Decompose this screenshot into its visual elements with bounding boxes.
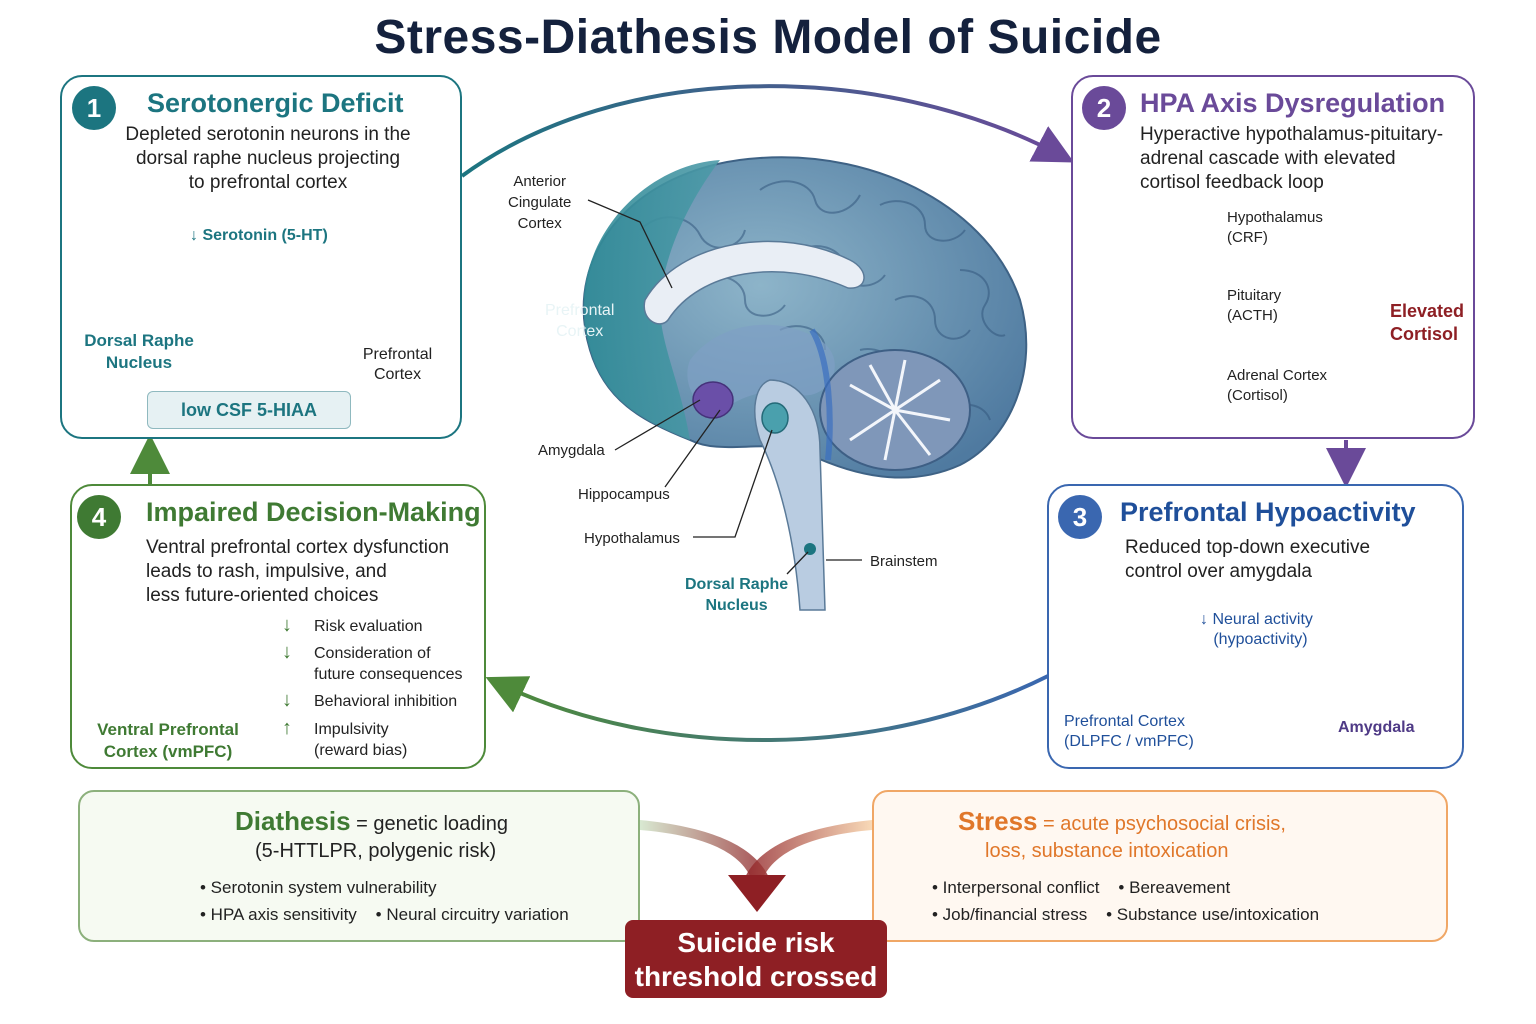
brain-label-acc: Anterior Cingulate Cortex (508, 173, 572, 232)
box-impaired-decision (70, 484, 486, 769)
neural-activity-label: ↓ Neural activity (hypoactivity) (1200, 611, 1313, 648)
diathesis-line2: (5-HTTLPR, polygenic risk) (255, 840, 497, 862)
step-number-2: 2 (1082, 86, 1126, 130)
box3-amygdala-label: Amygdala (1338, 719, 1415, 736)
step-number-3: 3 (1058, 495, 1102, 539)
brain-label-pfc: Prefrontal Cortex (545, 302, 615, 340)
adrenal-label: Adrenal Cortex (Cortisol) (1227, 367, 1328, 404)
box-prefrontal-hypoactivity (1047, 484, 1464, 769)
down-arrow-icon: ↓ (282, 641, 292, 663)
diathesis-definition: = genetic loading (350, 813, 508, 835)
box-stress (872, 790, 1448, 942)
box-serotonergic-deficit (60, 75, 462, 439)
brain-label-hypothalamus: Hypothalamus (584, 530, 680, 547)
decision-item-text: Risk evaluation (314, 618, 423, 635)
stress-line2: loss, substance intoxication (985, 840, 1229, 862)
box1-serotonin-label: ↓ Serotonin (5-HT) (190, 227, 328, 244)
diathesis-word: Diathesis (235, 806, 351, 836)
step-number-4: 4 (77, 495, 121, 539)
threshold-box: Suicide risk threshold crossed (625, 920, 887, 998)
page-title: Stress-Diathesis Model of Suicide (374, 11, 1162, 64)
vmpfc-label: Ventral Prefrontal Cortex (vmPFC) (97, 720, 239, 761)
down-arrow-icon: ↓ (282, 614, 292, 636)
pituitary-label: Pituitary (ACTH) (1227, 287, 1282, 324)
box-hpa-axis (1071, 75, 1475, 439)
box4-title: Impaired Decision-Making (146, 497, 481, 527)
plus-icon: + (1358, 301, 1372, 326)
box1-raphe-label: Dorsal Raphe Nucleus (84, 331, 194, 372)
stress-bullet: • Interpersonal conflict • Bereavement (932, 878, 1231, 897)
stress-heading: Stress = acute psychosocial crisis, (958, 806, 1286, 837)
stress-bullet: • Job/financial stress • Substance use/i… (932, 905, 1320, 924)
down-arrow-icon: ↓ (282, 689, 292, 711)
brain-label-amygdala: Amygdala (538, 442, 605, 459)
hypothalamus-label: Hypothalamus (CRF) (1227, 209, 1323, 246)
brain-label-hippocampus: Hippocampus (578, 486, 670, 503)
decision-item-text: Impulsivity (reward bias) (314, 721, 408, 759)
brain-label-raphe: Dorsal Raphe Nucleus (685, 576, 789, 614)
stress-word: Stress (958, 806, 1038, 836)
box4-description: Ventral prefrontal cortex dysfunction le… (146, 537, 450, 606)
box1-description: Depleted serotonin neurons in the dorsal… (125, 124, 411, 193)
box-diathesis (78, 790, 640, 942)
stress-definition: = acute psychosocial crisis, (1037, 813, 1286, 835)
step-number-1: 1 (72, 86, 116, 130)
up-arrow-icon: ↑ (282, 717, 292, 739)
box3-description: Reduced top-down executive control over … (1125, 537, 1371, 582)
box3-title: Prefrontal Hypoactivity (1120, 497, 1416, 527)
decision-item-text: Behavioral inhibition (314, 693, 458, 710)
box1-title: Serotonergic Deficit (147, 88, 404, 118)
diathesis-bullet: • HPA axis sensitivity • Neural circuitr… (200, 905, 569, 924)
box3-pfc-label: Prefrontal Cortex (DLPFC / vmPFC) (1064, 713, 1194, 750)
brain-label-brainstem: Brainstem (870, 553, 938, 570)
decision-item-text: Consideration of future consequences (314, 645, 463, 683)
diathesis-heading: Diathesis = genetic loading (235, 806, 508, 837)
box1-pfc-label: Prefrontal Cortex (362, 346, 433, 383)
box2-title: HPA Axis Dysregulation (1140, 88, 1446, 118)
box2-description: Hyperactive hypothalamus-pituitary- adre… (1140, 124, 1444, 193)
elevated-cortisol-label: Elevated Cortisol (1390, 301, 1465, 344)
diathesis-bullet: • Serotonin system vulnerability (200, 878, 437, 897)
csf-5hiaa-badge: low CSF 5-HIAA (147, 391, 351, 429)
